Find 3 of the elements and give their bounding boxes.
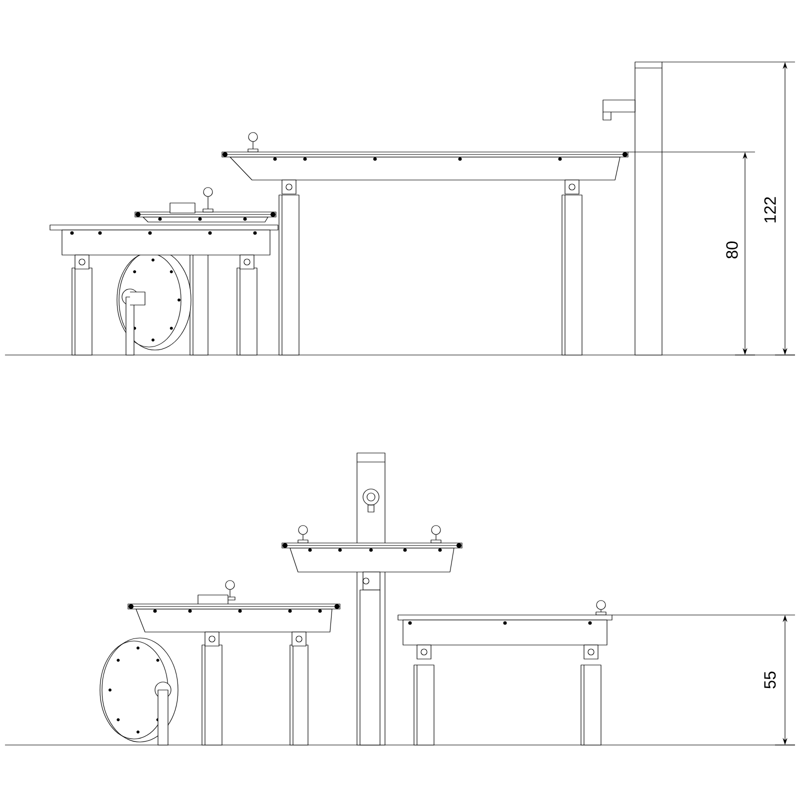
dimension-label: 80 [726, 242, 738, 258]
dimension-label: 55 [764, 672, 776, 688]
dimension-label: 122 [764, 197, 776, 222]
